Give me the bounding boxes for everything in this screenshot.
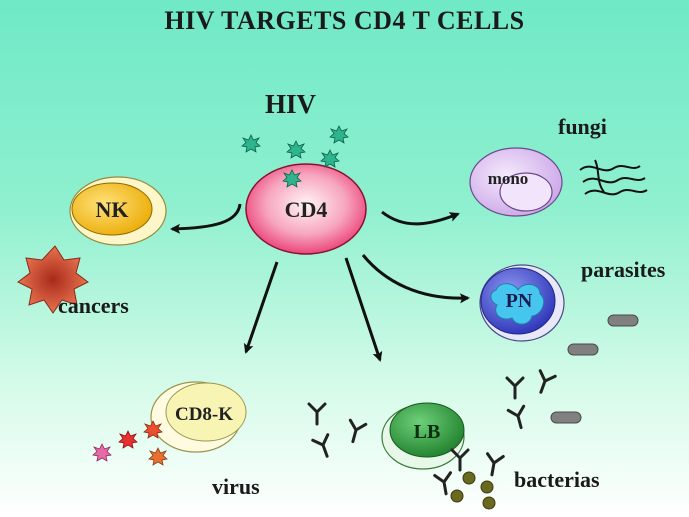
cancers-label: cancers bbox=[58, 293, 129, 318]
antibody-icon bbox=[450, 448, 470, 472]
parasite-icon bbox=[607, 314, 639, 327]
cancer-cell-icon bbox=[17, 245, 89, 314]
virus-particle bbox=[92, 443, 112, 462]
antibody-icon bbox=[307, 402, 327, 426]
fungi-label: fungi bbox=[558, 114, 607, 139]
arrow-cd4-to-pn bbox=[361, 254, 470, 304]
arrow-cd4-to-mono bbox=[381, 210, 460, 226]
antibody-icon bbox=[433, 471, 456, 497]
parasite-icon bbox=[567, 343, 599, 356]
hiv-virion bbox=[241, 134, 261, 153]
lb-cell: LB bbox=[381, 402, 465, 470]
hiv-virion bbox=[320, 149, 340, 168]
bacteria-icons bbox=[450, 471, 496, 510]
cd8k-cell: CD8-K bbox=[150, 381, 247, 453]
cd4-cell-label: CD4 bbox=[285, 197, 328, 222]
antibody-icon bbox=[506, 404, 531, 432]
arrow-cd4-to-nk bbox=[170, 203, 242, 234]
parasites-label: parasites bbox=[581, 257, 666, 282]
antibody-icon bbox=[343, 418, 368, 446]
hiv-virion bbox=[286, 140, 306, 159]
page-title: HIV TARGETS CD4 T CELLS bbox=[164, 6, 525, 35]
hiv-label: HIV bbox=[265, 89, 317, 119]
pn-cell-label: PN bbox=[506, 290, 533, 312]
arrow-cd4-to-lb bbox=[344, 257, 383, 362]
hiv-virion bbox=[329, 125, 349, 144]
cd4-cell: CD4 bbox=[245, 163, 367, 255]
pn-cell: PN bbox=[479, 264, 565, 342]
nk-cell-label: NK bbox=[96, 197, 129, 222]
bacteria-icon bbox=[482, 496, 496, 510]
mono-cell: mono bbox=[469, 147, 563, 217]
antibody-icon bbox=[311, 433, 337, 461]
antibody-icon bbox=[482, 452, 505, 478]
bacteria-icon bbox=[480, 480, 494, 494]
virus-particle bbox=[118, 430, 138, 449]
parasite-icon bbox=[550, 411, 582, 424]
antibody-icon bbox=[531, 369, 557, 397]
virus-particles bbox=[92, 420, 168, 466]
parasite-icons bbox=[550, 314, 639, 424]
arrow-cd4-to-cd8k bbox=[243, 261, 279, 354]
bacteria-icon bbox=[462, 471, 476, 485]
antibody-icon bbox=[505, 376, 525, 400]
bacterias-label: bacterias bbox=[514, 467, 600, 492]
lb-cell-label: LB bbox=[414, 421, 441, 443]
nk-cell: NK bbox=[69, 176, 167, 246]
mono-cell-label: mono bbox=[488, 169, 529, 188]
cd8k-cell-label: CD8-K bbox=[175, 404, 233, 425]
bacteria-icon bbox=[450, 489, 464, 503]
virus-label: virus bbox=[212, 474, 260, 499]
fungi-icon bbox=[579, 159, 648, 196]
virus-particle bbox=[148, 447, 168, 466]
